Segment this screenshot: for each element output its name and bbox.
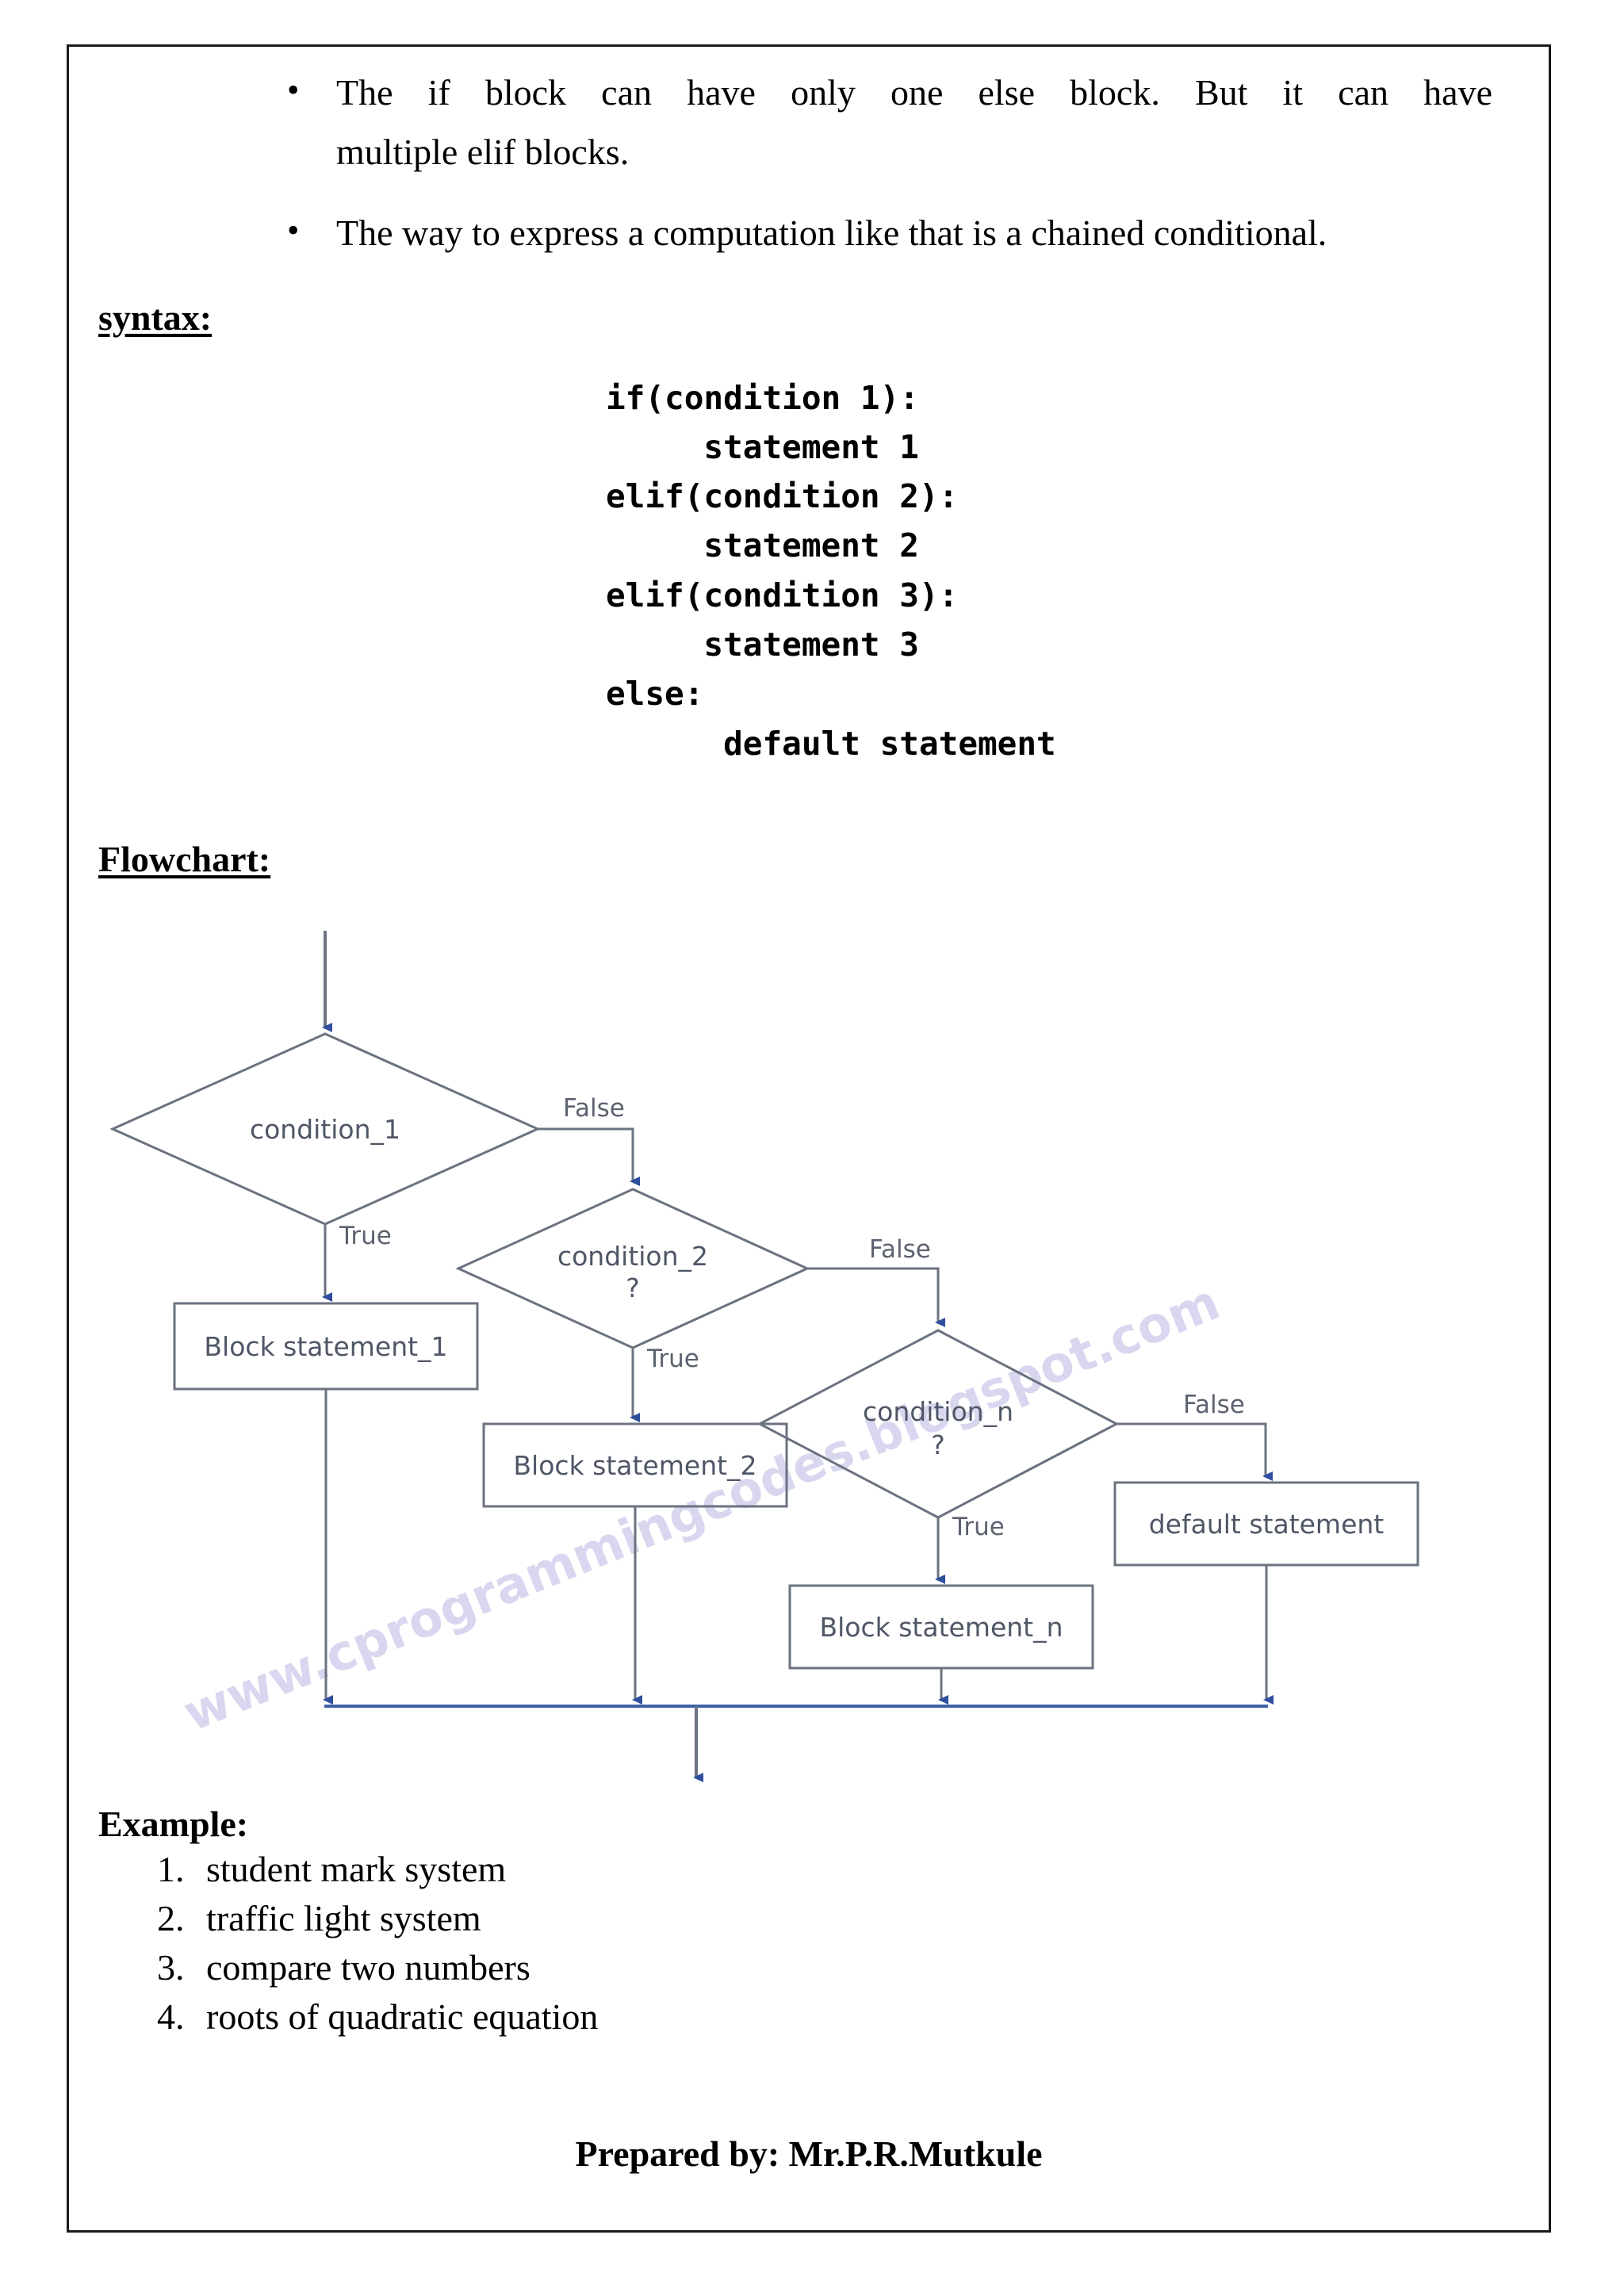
false-edge-2 (807, 1267, 945, 1328)
block-statement-2-label: Block statement_2 (513, 1450, 756, 1481)
true-label-n: True (952, 1513, 1005, 1541)
flowchart-heading: Flowchart: (98, 839, 271, 880)
false-label-1: False (563, 1094, 625, 1123)
true-label-1: True (339, 1222, 392, 1250)
bullet-line-1: The if block can have only one else bloc… (336, 72, 1492, 113)
condition-n-label: condition_n (863, 1396, 1013, 1427)
page-content: The if block can have only one else bloc… (67, 44, 1551, 2233)
example-heading: Example: (98, 1804, 249, 1845)
condition-n-question-mark: ? (931, 1429, 945, 1460)
page-footer: Prepared by: Mr.P.R.Mutkule (575, 2133, 1043, 2174)
syntax-heading: syntax: (98, 297, 213, 338)
list-item: student mark system (193, 1845, 1519, 1894)
false-edge-n (1116, 1422, 1273, 1482)
syntax-code-block: if(condition 1): statement 1 elif(condit… (606, 378, 1056, 763)
false-label-n: False (1183, 1391, 1245, 1419)
example-list: student mark system traffic light system… (98, 1845, 1519, 2042)
list-item: The if block can have only one else bloc… (278, 62, 1492, 182)
intro-bullet-list: The if block can have only one else bloc… (98, 62, 1519, 263)
list-item: roots of quadratic equation (193, 1992, 1519, 2042)
true-label-2: True (646, 1345, 699, 1373)
default-statement-label: default statement (1149, 1509, 1385, 1540)
false-edge-1 (538, 1127, 640, 1187)
condition-2-question-mark: ? (626, 1272, 640, 1303)
list-item: traffic light system (193, 1894, 1519, 1943)
list-item: compare two numbers (193, 1943, 1519, 1992)
list-item: The way to express a computation like th… (278, 202, 1492, 263)
condition-1-label: condition_1 (250, 1114, 400, 1145)
condition-2-label: condition_2 (557, 1241, 708, 1272)
block-statement-1-label: Block statement_1 (204, 1331, 447, 1362)
false-label-2: False (869, 1235, 931, 1264)
bullet-line-2: multiple elif blocks. (336, 131, 630, 172)
flowchart-diagram: www.cprogrammingcodes.blogspot.com condi… (94, 907, 1513, 1803)
block-statement-n-label: Block statement_n (819, 1612, 1063, 1643)
